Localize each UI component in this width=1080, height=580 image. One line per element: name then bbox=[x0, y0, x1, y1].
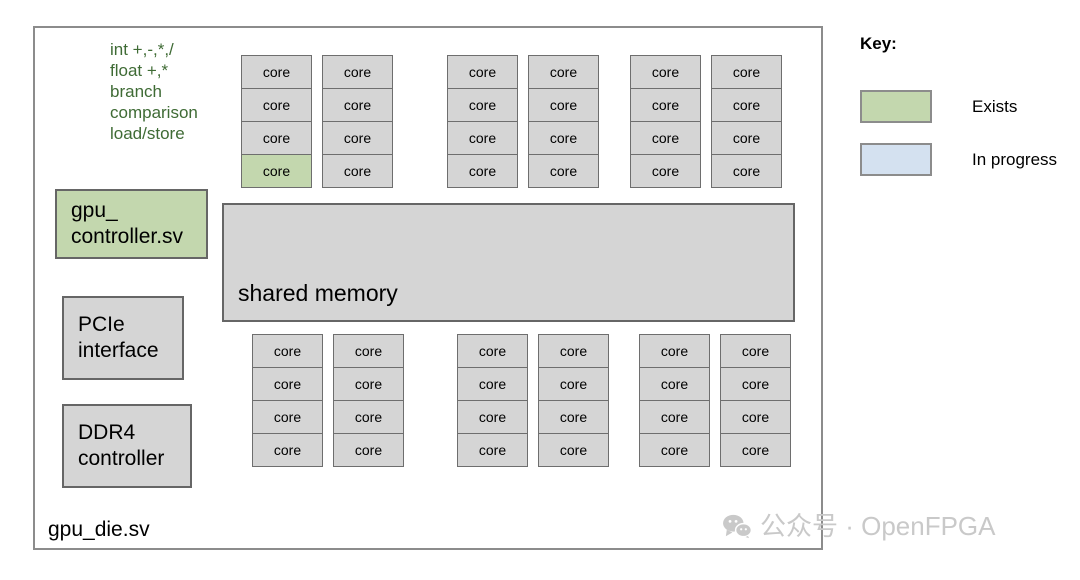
core-cell: core bbox=[528, 55, 599, 89]
key-item-exists: Exists bbox=[860, 90, 1017, 123]
core-cell: core bbox=[252, 334, 323, 368]
core-cell: core bbox=[720, 400, 791, 434]
isa-item-int: int +,-,*,/ bbox=[110, 40, 174, 59]
core-cell: core bbox=[457, 433, 528, 467]
key-label-in-progress: In progress bbox=[972, 149, 1058, 169]
core-cell: core bbox=[711, 55, 782, 89]
core-cell: core bbox=[639, 433, 710, 467]
core-cell: core bbox=[457, 367, 528, 401]
core-cell: core bbox=[630, 121, 701, 155]
key-label-exists: Exists bbox=[972, 96, 1018, 116]
isa-item-load-store: load/store bbox=[110, 124, 185, 143]
core-cell: core bbox=[322, 55, 393, 89]
key-legend: Key: Exists In progress bbox=[860, 30, 1070, 190]
core-cell: core bbox=[252, 433, 323, 467]
key-title: Key: bbox=[860, 34, 897, 53]
core-cell: core bbox=[241, 55, 312, 89]
core-cell: core bbox=[333, 433, 404, 467]
core-cell: core bbox=[630, 55, 701, 89]
block-gpu-controller-label: gpu_ controller.sv bbox=[71, 199, 184, 248]
core-cell: core bbox=[711, 88, 782, 122]
block-ddr4-controller: DDR4 controller bbox=[62, 404, 192, 488]
core-cell: core bbox=[538, 433, 609, 467]
core-cell: core bbox=[711, 121, 782, 155]
core-cell: core bbox=[333, 334, 404, 368]
core-cell: core bbox=[333, 367, 404, 401]
core-cell: core bbox=[711, 154, 782, 188]
key-item-in-progress: In progress bbox=[860, 143, 1057, 176]
core-cell: core bbox=[538, 334, 609, 368]
core-cell: core bbox=[720, 433, 791, 467]
block-shared-memory-label: shared memory bbox=[238, 280, 398, 306]
isa-item-comparison: comparison bbox=[110, 103, 198, 122]
core-cell: core bbox=[447, 88, 518, 122]
gpu-die-label: gpu_die.sv bbox=[48, 518, 150, 541]
core-cell: core bbox=[538, 400, 609, 434]
core-cell: core bbox=[457, 334, 528, 368]
key-swatch-in-progress bbox=[860, 143, 932, 176]
core-cell: core bbox=[241, 154, 312, 188]
core-cell: core bbox=[639, 400, 710, 434]
core-cell: core bbox=[630, 154, 701, 188]
core-cell: core bbox=[322, 88, 393, 122]
core-cell: core bbox=[639, 367, 710, 401]
core-cell: core bbox=[528, 88, 599, 122]
block-ddr4-controller-label: DDR4 controller bbox=[78, 421, 165, 470]
core-cell: core bbox=[720, 334, 791, 368]
core-cell: core bbox=[322, 154, 393, 188]
block-shared-memory: shared memory bbox=[222, 203, 795, 322]
block-pcie-interface-label: PCIe interface bbox=[78, 313, 159, 362]
core-cell: core bbox=[322, 121, 393, 155]
isa-item-float: float +,* bbox=[110, 61, 169, 80]
core-cell: core bbox=[639, 334, 710, 368]
core-cell: core bbox=[447, 121, 518, 155]
isa-feature-list: int +,-,*,/ float +,* branch comparison … bbox=[110, 39, 198, 144]
core-cell: core bbox=[457, 400, 528, 434]
core-cell: core bbox=[447, 55, 518, 89]
core-cell: core bbox=[252, 400, 323, 434]
core-cell: core bbox=[528, 121, 599, 155]
core-cell: core bbox=[252, 367, 323, 401]
block-gpu-controller: gpu_ controller.sv bbox=[55, 189, 208, 259]
core-cell: core bbox=[720, 367, 791, 401]
core-cell: core bbox=[333, 400, 404, 434]
core-cell: core bbox=[538, 367, 609, 401]
key-swatch-exists bbox=[860, 90, 932, 123]
core-cell: core bbox=[528, 154, 599, 188]
isa-item-branch: branch bbox=[110, 82, 162, 101]
core-cell: core bbox=[630, 88, 701, 122]
core-cell: core bbox=[241, 121, 312, 155]
core-cell: core bbox=[447, 154, 518, 188]
block-pcie-interface: PCIe interface bbox=[62, 296, 184, 380]
core-cell: core bbox=[241, 88, 312, 122]
